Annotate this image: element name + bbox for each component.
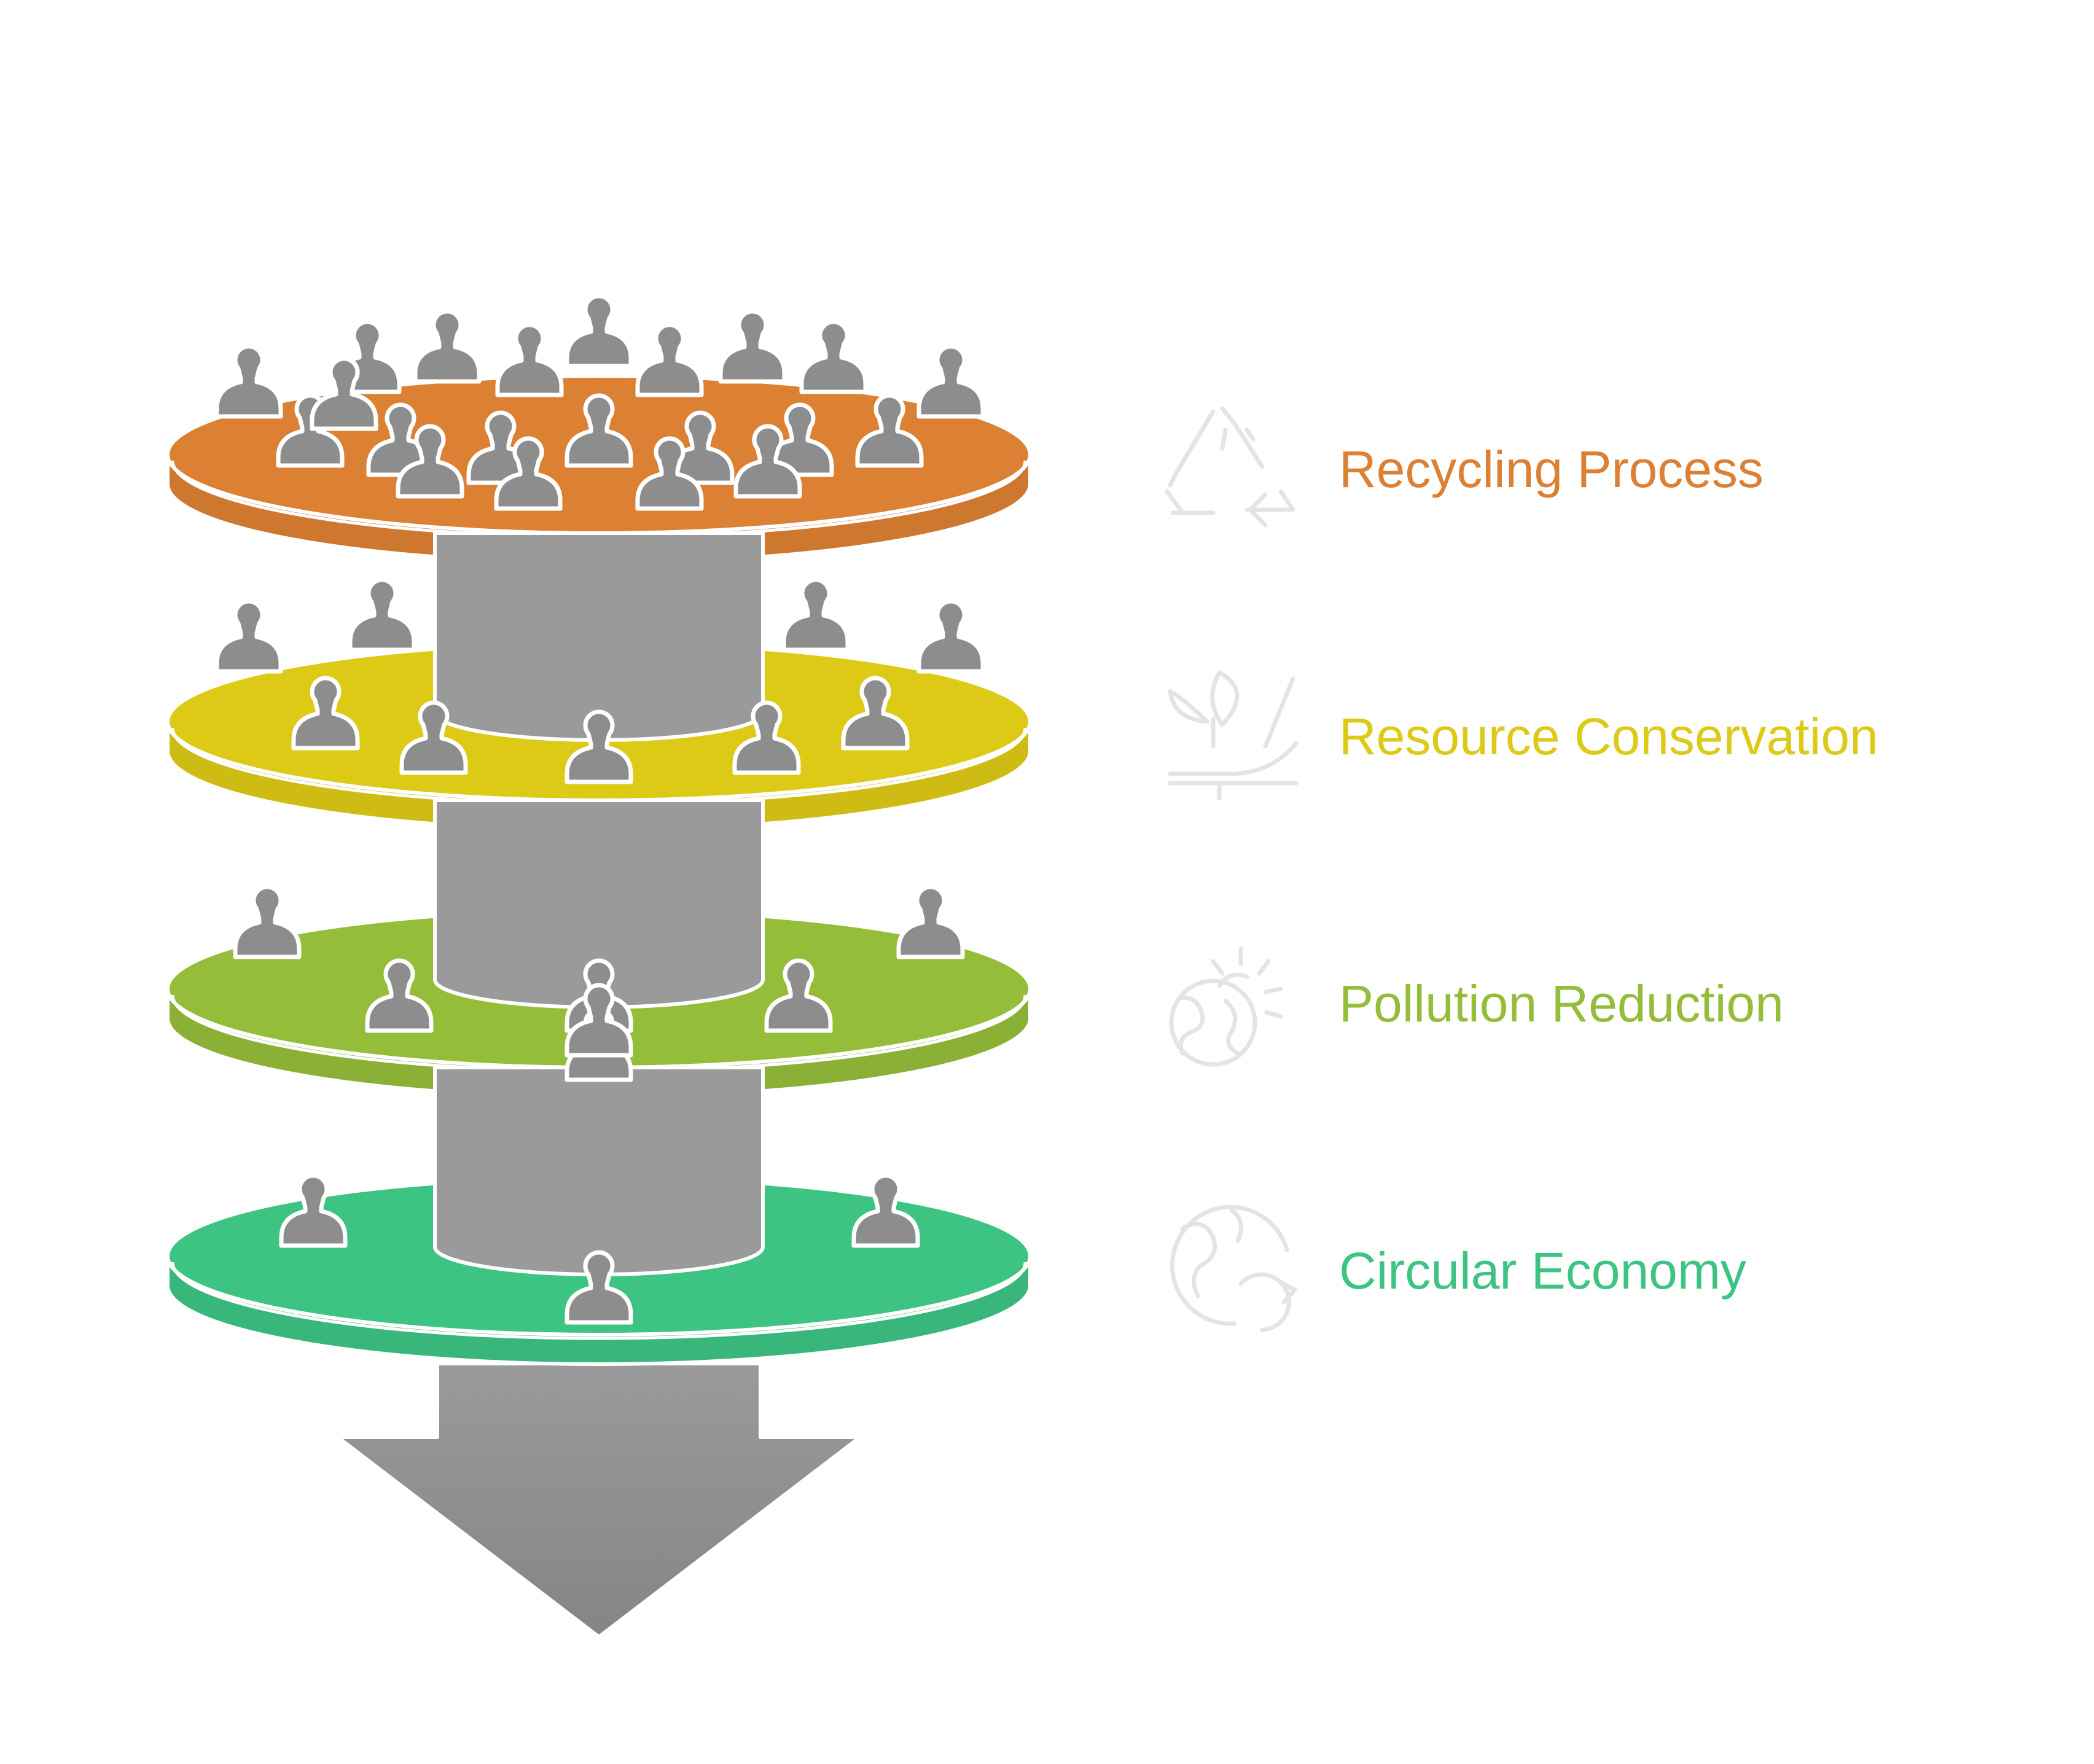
person-icon xyxy=(498,325,561,395)
person-icon xyxy=(638,325,701,395)
label-circular-economy: Circular Economy xyxy=(1339,1242,1746,1300)
person-icon xyxy=(217,601,281,671)
plant-in-hand-icon xyxy=(1168,670,1299,801)
person-icon xyxy=(235,887,299,957)
earth-sun-icon xyxy=(1169,946,1283,1067)
person-icon xyxy=(217,346,281,416)
recycle-icon xyxy=(1165,406,1295,528)
stage-labels: Recycling Process Resource Conservation … xyxy=(1339,440,1878,1300)
down-arrow xyxy=(336,1362,862,1639)
earth-cycle-icon xyxy=(1170,1204,1297,1332)
label-pollution-reduction: Pollution Reduction xyxy=(1339,975,1784,1032)
person-icon xyxy=(567,296,631,366)
label-resource-conservation: Resource Conservation xyxy=(1339,708,1878,765)
label-recycling-process: Recycling Process xyxy=(1339,440,1764,498)
person-icon xyxy=(415,311,479,381)
person-icon xyxy=(919,346,983,416)
person-icon xyxy=(899,887,963,957)
person-icon xyxy=(721,311,784,381)
person-icon xyxy=(919,601,983,671)
person-icon xyxy=(802,322,865,392)
person-icon xyxy=(350,580,414,650)
person-icon xyxy=(784,580,848,650)
column-segments xyxy=(433,531,765,1276)
